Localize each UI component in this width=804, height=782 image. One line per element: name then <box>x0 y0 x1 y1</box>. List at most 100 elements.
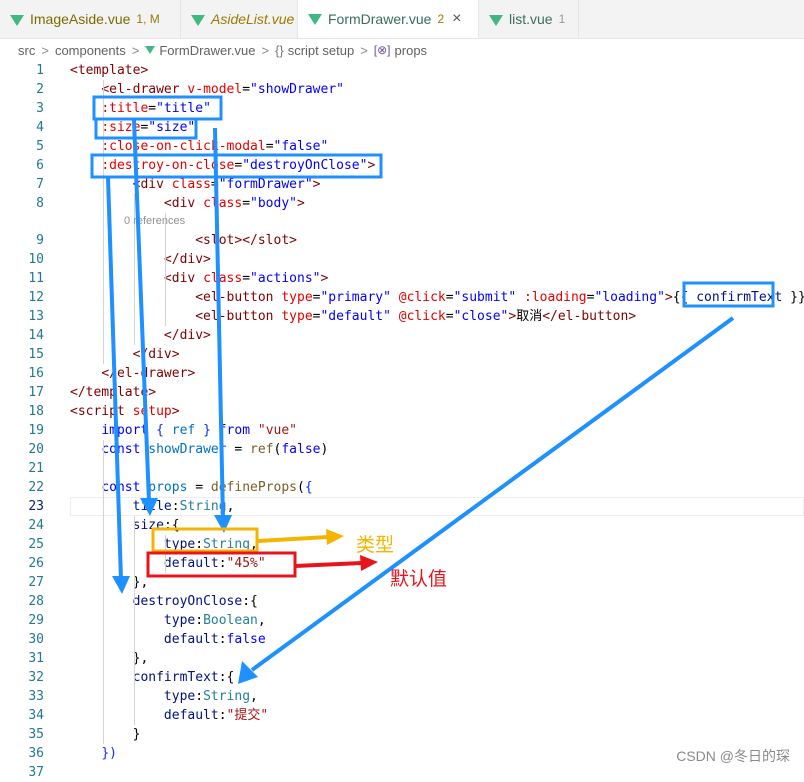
code-line[interactable]: default:false <box>70 630 266 649</box>
code-token: <slot></slot> <box>195 233 297 248</box>
line-number: 16 <box>28 366 44 381</box>
code-line[interactable]: } <box>70 725 141 744</box>
code-token: :{ <box>163 518 180 533</box>
codelens-references[interactable]: 0 references <box>124 215 186 227</box>
code-token: = <box>242 271 251 286</box>
code-token <box>70 82 101 97</box>
line-number: 25 <box>28 537 44 552</box>
line-number: 7 <box>36 177 44 192</box>
annotation-default-label: 默认值 <box>390 568 448 590</box>
breadcrumb-file[interactable]: FormDrawer.vue <box>159 42 256 58</box>
line-number: 27 <box>28 575 44 590</box>
code-token: "default" <box>320 309 391 324</box>
tab-label: ImageAside.vue <box>30 11 131 27</box>
code-token <box>391 309 399 324</box>
code-token <box>70 290 195 305</box>
code-token <box>70 708 164 723</box>
line-number: 6 <box>36 158 44 173</box>
code-token <box>70 746 101 761</box>
code-token: class <box>203 271 243 286</box>
code-token: :{ <box>242 594 258 609</box>
breadcrumb-components[interactable]: components <box>54 42 126 58</box>
code-line[interactable]: destroyOnClose:{ <box>70 592 258 611</box>
code-line[interactable]: <div class="body"> <box>70 194 305 213</box>
breadcrumb-section[interactable]: script setup <box>287 42 355 58</box>
code-line[interactable]: <slot></slot> <box>70 231 297 250</box>
code-token <box>70 442 101 457</box>
code-token: "45%" <box>226 556 266 571</box>
code-line[interactable]: type:String, <box>70 687 258 706</box>
code-token: = <box>445 290 454 305</box>
code-token: "loading" <box>594 290 665 305</box>
code-token: class <box>171 177 211 192</box>
code-token <box>195 423 203 438</box>
breadcrumb-prop[interactable]: props <box>394 42 428 58</box>
code-token <box>70 196 164 211</box>
code-line[interactable]: </template> <box>70 383 156 402</box>
line-number: 12 <box>28 290 44 305</box>
code-line[interactable]: const showDrawer = ref(false) <box>70 440 328 459</box>
code-token: <div <box>163 271 196 286</box>
code-line[interactable]: }, <box>70 649 149 668</box>
code-token: = <box>586 290 595 305</box>
code-line[interactable]: <template> <box>70 61 148 80</box>
code-line[interactable]: type:Boolean, <box>70 611 266 630</box>
code-line[interactable]: }) <box>70 744 117 763</box>
code-token: "title" <box>156 101 211 116</box>
code-token: :close-on-click-modal <box>101 139 266 154</box>
code-line[interactable]: </el-drawer> <box>70 364 195 383</box>
code-line[interactable]: :destroy-on-close="destroyOnClose"> <box>70 156 375 175</box>
code-line[interactable]: confirmText:{ <box>70 668 235 687</box>
breadcrumb-src[interactable]: src <box>18 42 36 58</box>
code-line[interactable]: <div class="formDrawer"> <box>70 175 321 194</box>
code-token: from <box>218 423 251 438</box>
code-line[interactable]: import { ref } from "vue" <box>70 421 297 440</box>
code-token <box>195 271 203 286</box>
code-token: import <box>101 423 149 438</box>
vue-file-icon <box>145 46 156 54</box>
line-number: 14 <box>28 328 44 343</box>
code-token: type <box>163 613 196 628</box>
code-line[interactable]: </div> <box>70 250 211 269</box>
code-line[interactable]: <div class="actions"> <box>70 269 328 288</box>
code-line[interactable]: const props = defineProps({ <box>70 478 312 497</box>
code-token: <el-drawer <box>101 82 180 97</box>
code-line[interactable]: <el-button type="default" @click="close"… <box>70 307 636 326</box>
code-line[interactable]: default:"45%" <box>70 554 266 573</box>
code-line[interactable]: title:String, <box>70 497 235 516</box>
watermark: CSDN @冬日的琛 <box>676 748 790 764</box>
code-line[interactable]: }, <box>70 573 149 592</box>
line-number: 31 <box>28 651 44 666</box>
code-line[interactable]: size:{ <box>70 516 180 535</box>
code-token: 取消 <box>516 309 543 324</box>
code-line[interactable]: <el-drawer v-model="showDrawer" <box>70 80 344 99</box>
close-icon[interactable]: × <box>452 9 462 27</box>
code-line[interactable]: default:"提交" <box>70 706 268 725</box>
code-line[interactable]: </div> <box>70 345 180 364</box>
vue-file-icon <box>308 14 322 25</box>
code-token: : <box>195 613 204 628</box>
code-token: :size <box>101 120 141 135</box>
code-token: default <box>163 708 219 723</box>
code-line[interactable]: <el-button type="primary" @click="submit… <box>70 288 804 307</box>
code-token: }) <box>101 746 117 761</box>
line-number: 30 <box>28 632 44 647</box>
code-line[interactable]: :title="title" <box>70 99 211 118</box>
code-line[interactable]: <script setup> <box>70 402 180 421</box>
code-token: = <box>312 290 321 305</box>
code-line[interactable]: </div> <box>70 326 211 345</box>
tab-label: FormDrawer.vue <box>328 10 432 27</box>
code-line[interactable]: type:String, <box>70 535 258 554</box>
line-number: 29 <box>28 613 44 628</box>
code-line[interactable]: :size="size" <box>70 118 195 137</box>
line-number: 9 <box>36 233 44 248</box>
code-token <box>70 309 195 324</box>
code-line[interactable]: :close-on-click-modal="false" <box>70 137 328 156</box>
code-token: <div <box>132 177 164 192</box>
code-token <box>70 632 164 647</box>
